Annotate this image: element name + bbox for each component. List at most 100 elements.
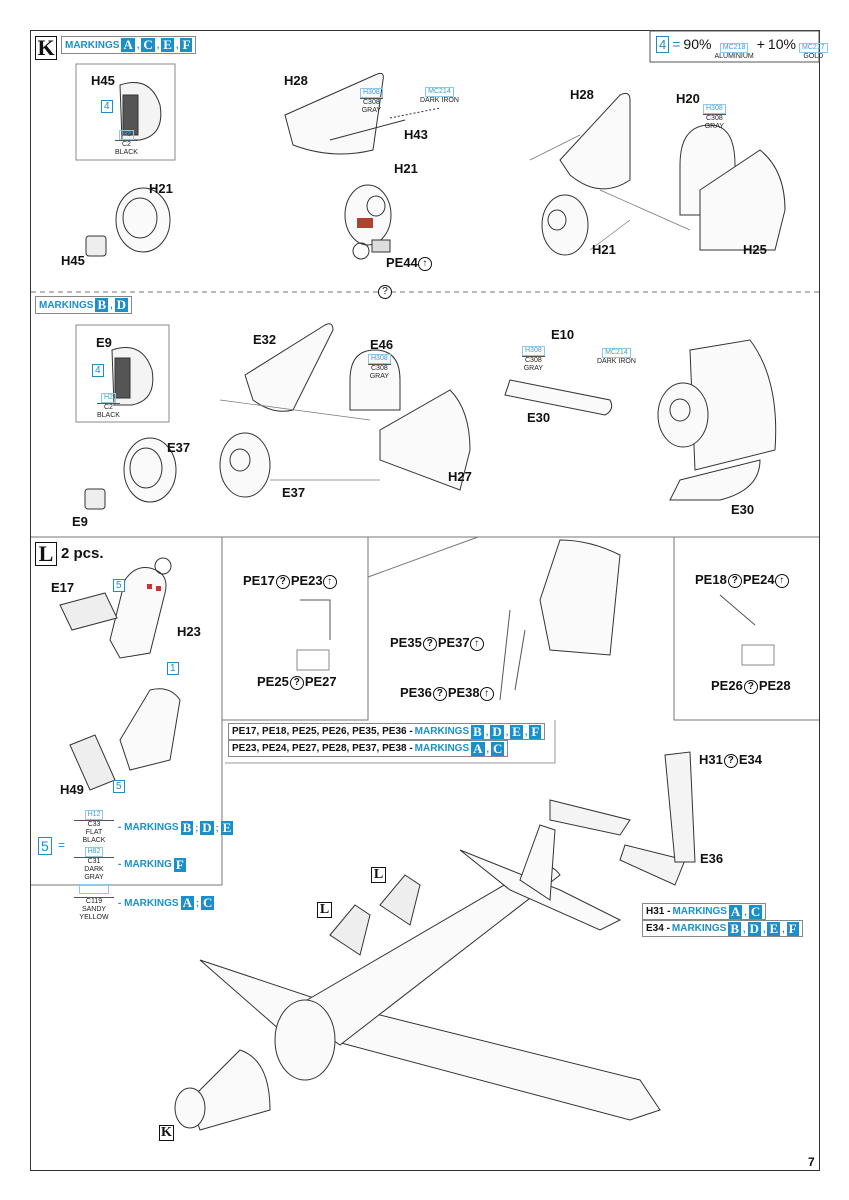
part-label: PE23 — [290, 573, 323, 588]
paint-name-2: GOLD — [803, 53, 824, 60]
pe-markings-note-1: PE17, PE18, PE25, PE26, PE35, PE36 - MAR… — [228, 723, 546, 740]
marking-d: D — [747, 920, 761, 936]
markings-label: MARKINGS — [39, 299, 94, 311]
arrow-up-icon: ↑ — [479, 686, 494, 701]
paint-name-1: ALUMINIUM — [714, 53, 754, 60]
marking-e: E — [767, 920, 781, 936]
marking-e: E — [161, 37, 174, 52]
marking-b: B — [728, 920, 742, 936]
marking-f: F — [180, 37, 193, 52]
marking-e: E — [220, 819, 234, 835]
part-label: PE37 — [437, 635, 470, 650]
equals: = — [58, 838, 66, 852]
question-icon: ? — [422, 636, 437, 651]
markings-label: MARKINGS — [671, 923, 727, 934]
percent-2: 10% — [767, 36, 796, 52]
part-label: PE26 — [711, 678, 743, 693]
pe-group-label: PE36?PE38↑ — [400, 685, 494, 701]
paint-name: GRAY — [523, 365, 544, 372]
question-icon: ? — [432, 686, 447, 701]
part-label: H28 — [284, 73, 308, 88]
step-l-reference: L — [317, 902, 332, 918]
pe-parts: PE23, PE24, PE27, PE28, PE37, PE38 - — [232, 743, 413, 754]
part-label: H21 — [592, 242, 616, 257]
pe-group-label: PE18?PE24↑ — [695, 572, 789, 588]
arrow-up-icon: ↑ — [469, 636, 484, 651]
part-label: E34 - — [646, 923, 670, 934]
part-label: PE17 — [243, 573, 275, 588]
marking-e: E — [510, 723, 523, 739]
step-k-markings: MARKINGS A, C, E, F — [61, 36, 197, 54]
marking-d: D — [200, 819, 214, 835]
h-code: H82 — [84, 847, 104, 857]
paint-number: 4 — [656, 36, 670, 53]
arrow-up-icon: ↑ — [774, 573, 789, 588]
c-code: C33 — [74, 820, 114, 829]
part-label: E37 — [282, 485, 306, 500]
part-label: E32 — [253, 332, 277, 347]
marking-a: A — [180, 895, 194, 910]
percent-1: 90% — [683, 36, 712, 52]
arrow-up-icon: ↑ — [322, 574, 337, 589]
part-label: E9 — [72, 514, 88, 529]
step-l-reference: L — [371, 867, 386, 883]
c-code: C2 — [115, 140, 138, 149]
part-label: E34 — [738, 752, 762, 767]
part-label: PE27 — [304, 674, 337, 689]
paint-number: 4 — [92, 364, 104, 377]
part-label: PE35 — [390, 635, 422, 650]
paint-name: BLACK — [97, 412, 120, 419]
h-code — [79, 884, 109, 894]
mc-code-1: MC218 — [719, 43, 749, 53]
markings-label: MARKINGS — [414, 726, 470, 737]
markings-label: - MARKINGS — [118, 897, 179, 909]
part-label: H45 — [61, 253, 85, 268]
pe-markings-note-2: PE23, PE24, PE27, PE28, PE37, PE38 - MAR… — [228, 740, 509, 757]
marking-c: C — [748, 903, 763, 919]
step-k-badge: K — [35, 36, 57, 60]
paint-number: 5 — [38, 837, 52, 855]
paint-name: DARK GRAY — [84, 866, 104, 881]
part-label: H21 — [149, 181, 173, 196]
part-label: H23 — [177, 624, 201, 639]
part-label: H49 — [60, 782, 84, 797]
question-icon: ? — [289, 675, 304, 690]
step-k-reference: K — [159, 1125, 174, 1141]
paint-name: DARK IRON — [420, 97, 459, 104]
part-label: H21 — [394, 161, 418, 176]
h-code: H308 — [522, 346, 545, 356]
markings-label: MARKINGS — [672, 906, 727, 917]
mc-code: MC214 — [602, 348, 631, 358]
c-code: C31 — [74, 857, 114, 866]
marking-f: F — [786, 920, 799, 936]
page-number: 7 — [808, 1155, 815, 1169]
question-icon: ? — [378, 285, 392, 299]
part-label: H28 — [570, 87, 594, 102]
c-code: C308 — [360, 98, 383, 107]
part-label: PE18 — [695, 572, 727, 587]
part-label: E36 — [700, 851, 724, 866]
paint-name: GRAY — [369, 373, 390, 380]
paint-name: FLAT BLACK — [82, 829, 106, 844]
markings-label: MARKINGS — [414, 743, 470, 754]
paint-name: GRAY — [361, 107, 382, 114]
marking-d: D — [114, 297, 129, 312]
part-label: PE28 — [758, 678, 791, 693]
part-label: PE38 — [447, 685, 480, 700]
part-label: H31 — [699, 752, 723, 767]
h-code: H308 — [703, 104, 726, 114]
h-code: H2 — [101, 393, 116, 403]
pe-label: PE44↑ — [386, 255, 432, 271]
arrow-up-icon: ↑ — [417, 256, 432, 271]
marking-b: B — [180, 819, 194, 835]
part-label: PE44 — [386, 255, 418, 270]
paint-name: SANDY YELLOW — [79, 906, 109, 921]
